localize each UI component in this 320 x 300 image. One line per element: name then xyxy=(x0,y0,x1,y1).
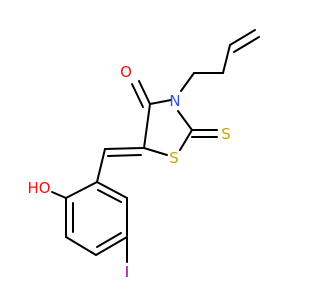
bond-ar-6-inner xyxy=(97,189,122,203)
bond-n-c4 xyxy=(149,99,172,105)
bond-exocyclic-1 xyxy=(104,147,145,150)
bond-vinyl-double-2 xyxy=(233,36,260,53)
molecule-structure: O N S S HO I xyxy=(27,29,260,281)
bond-ar-1 xyxy=(65,181,98,199)
bond-ar-4 xyxy=(95,236,128,256)
bond-vinyl-double-1 xyxy=(229,29,256,46)
bonds xyxy=(51,29,260,263)
bond-c-oh xyxy=(51,191,67,199)
bond-ch-aryl xyxy=(96,148,106,183)
bond-c4-c5 xyxy=(143,103,151,149)
bond-carbonyl-2 xyxy=(131,83,144,108)
atom-label-ring-sulfur: S xyxy=(169,149,179,167)
atom-label-iodine: I xyxy=(125,263,129,281)
bond-ar-6 xyxy=(96,181,128,199)
bond-allyl-ch xyxy=(222,44,231,74)
bond-s-ring-c5 xyxy=(143,147,168,156)
bond-n-c2 xyxy=(177,110,193,131)
bond-exocyclic-2 xyxy=(107,154,142,157)
atom-label-carbonyl-oxygen: O xyxy=(120,63,132,81)
bond-ar-3 xyxy=(65,236,97,256)
bond-ch2-n xyxy=(180,72,195,92)
bond-c2-s-ring xyxy=(179,129,193,151)
atom-labels: O N S S HO I xyxy=(27,63,230,281)
atom-label-hydroxyl: HO xyxy=(27,179,50,197)
bond-ar-4-inner xyxy=(96,232,122,248)
atom-label-thione-sulfur: S xyxy=(221,125,231,143)
atom-label-nitrogen: N xyxy=(169,92,180,110)
bond-carbonyl-1 xyxy=(138,80,151,105)
